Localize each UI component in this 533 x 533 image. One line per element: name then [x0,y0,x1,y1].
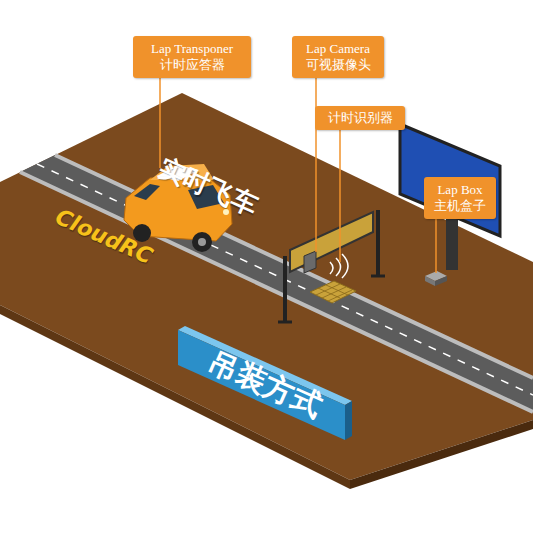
callout-title: Lap Transponer [151,41,233,57]
billboard-post [446,212,458,270]
callout-subtitle: 可视摄像头 [306,57,371,73]
box-side [435,276,447,286]
band-side [345,401,352,440]
car-window [134,184,160,200]
road-edge [55,155,533,378]
callout-box: Lap Box主机盒子 [424,177,496,219]
leader-line [435,219,437,273]
ground-surface [0,93,533,480]
ground-edge [0,305,350,489]
leader-line [315,78,317,252]
lap-box [425,271,447,286]
callout-subtitle: 计时应答器 [160,57,225,73]
band-front [178,330,345,440]
callout-box: 计时识别器 [315,106,405,130]
callout-title: Lap Camera [306,41,370,57]
callout-title: 计时识别器 [328,110,393,126]
leader-line [339,130,341,262]
gantry-post [283,256,287,322]
timing-gantry [278,210,385,322]
gantry-foot [371,275,385,278]
lap-camera [304,251,316,273]
gantry-foot [278,321,292,324]
car-hub [198,238,206,246]
callout-subtitle: 主机盒子 [434,198,486,214]
timing-sensor [310,281,356,303]
band-title: 吊装方式 [201,341,327,427]
sensor-grid [316,284,352,301]
leader-line [159,78,161,168]
billboard-screen [400,124,500,236]
billboard [400,124,500,270]
band-text-area: 吊装方式 [172,322,357,447]
callout-box: Lap Transponer计时应答器 [133,36,251,78]
callout-title: Lap Box [437,182,482,198]
car-wheel [192,232,212,252]
box-side [425,276,435,286]
gantry-post [376,210,380,276]
callout-box: Lap Camera可视摄像头 [292,36,384,78]
mount-band: 吊装方式 [172,322,357,447]
road-centre-line [37,164,533,395]
signal-waves [330,254,348,278]
ground-edge [350,420,533,489]
